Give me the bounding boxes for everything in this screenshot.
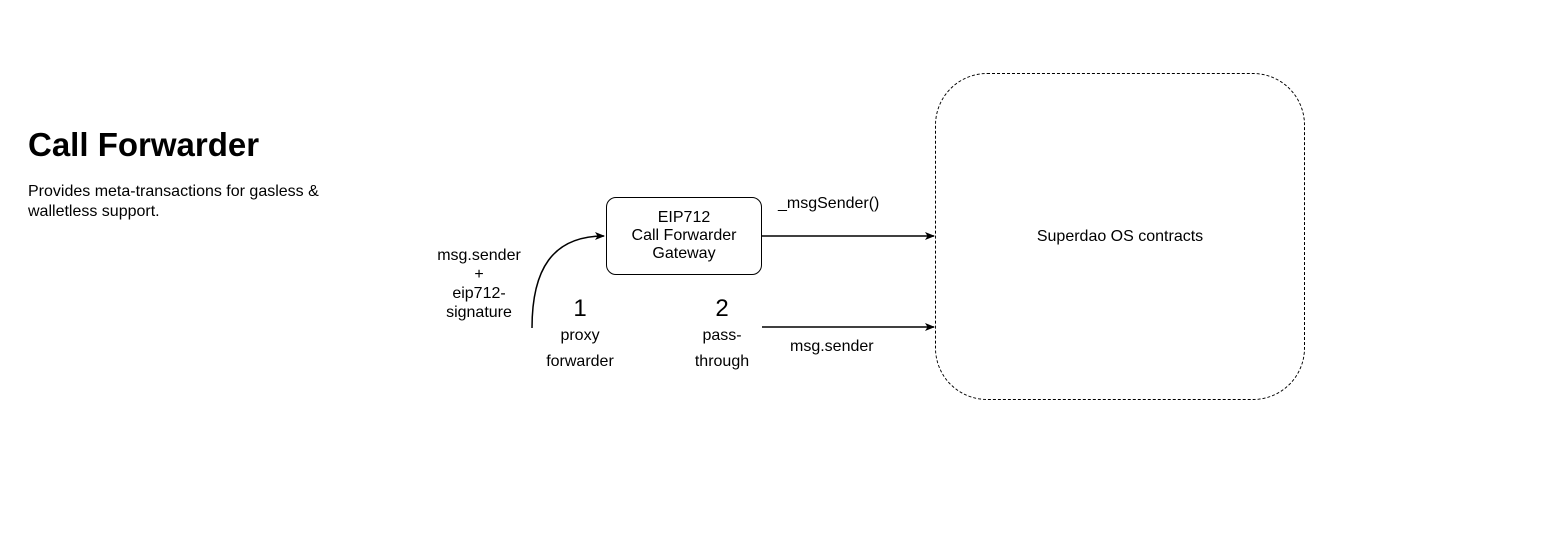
gateway-node: EIP712 Call Forwarder Gateway bbox=[606, 197, 762, 275]
step-1-number: 1 bbox=[573, 295, 587, 322]
page-title: Call Forwarder bbox=[28, 126, 260, 163]
incoming-arrow bbox=[531, 232, 605, 329]
incoming-label-line-4: signature bbox=[446, 304, 512, 321]
incoming-edge-label: msg.sender + eip712- signature bbox=[424, 246, 534, 322]
description-line-2: walletless support. bbox=[28, 203, 160, 220]
step-1-label-line-2: forwarder bbox=[546, 353, 614, 370]
step-2-label-line-1: pass- bbox=[702, 327, 742, 344]
page-description: Provides meta-transactions for gasless &… bbox=[28, 182, 388, 222]
contracts-label: Superdao OS contracts bbox=[1036, 227, 1204, 245]
contracts-node: Superdao OS contracts bbox=[935, 73, 1305, 400]
incoming-label-line-1: msg.sender bbox=[437, 247, 521, 264]
incoming-label-line-2: + bbox=[474, 266, 484, 283]
step-2-label: pass- through bbox=[672, 323, 772, 375]
step-2-number: 2 bbox=[715, 295, 729, 322]
forwarded-edge-label: _msgSender() bbox=[778, 195, 880, 212]
gateway-label-line-3: Gateway bbox=[652, 245, 716, 262]
step-2-label-line-2: through bbox=[694, 353, 750, 370]
incoming-label-line-3: eip712- bbox=[452, 285, 506, 302]
passthrough-edge-label: msg.sender bbox=[790, 338, 874, 355]
description-line-1: Provides meta-transactions for gasless & bbox=[28, 183, 319, 200]
gateway-label-line-1: EIP712 bbox=[657, 209, 711, 226]
step-1-label: proxy forwarder bbox=[530, 323, 630, 375]
step-1-label-line-1: proxy bbox=[560, 327, 600, 344]
gateway-label-line-2: Call Forwarder bbox=[631, 227, 737, 244]
